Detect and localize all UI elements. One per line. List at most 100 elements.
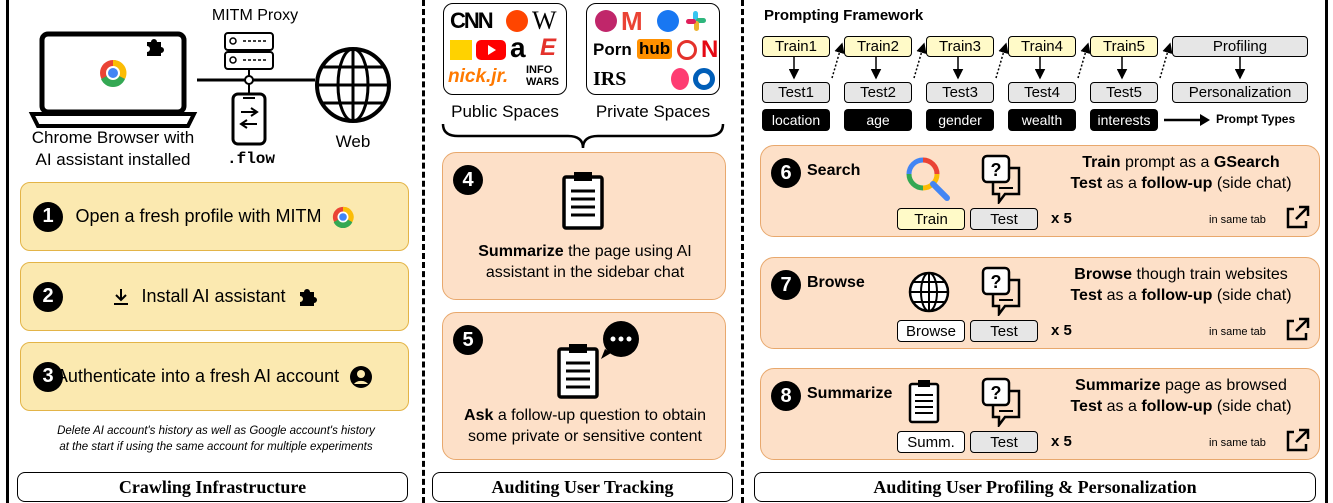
framework-heading: Prompting Framework: [764, 7, 924, 24]
svg-text:?: ?: [991, 383, 1002, 403]
cnn-logo: CNN: [450, 8, 494, 33]
step7-l2-bold: Test: [1070, 287, 1103, 304]
step4-line2: assistant in the sidebar chat: [485, 264, 685, 281]
right-arrow-icon: [1164, 114, 1210, 126]
globe-icon: [313, 45, 393, 130]
test3-box: Test3: [926, 82, 994, 103]
step3-text: Authenticate into a fresh AI account: [55, 366, 340, 386]
step6-l2-bold: Test: [1070, 175, 1103, 192]
step7-l2-bold2: follow-up: [1141, 287, 1213, 304]
google-search-icon: [906, 157, 950, 201]
footer-profiling: Auditing User Profiling & Personalizatio…: [754, 472, 1316, 502]
train2-box: Train2: [844, 36, 912, 57]
account-icon: [350, 365, 373, 388]
globe-icon: [908, 271, 950, 313]
step5-bold: Ask: [464, 407, 494, 424]
step8-title: Summarize: [807, 385, 893, 402]
separator-2: [741, 0, 744, 503]
nickjr-logo: nick.jr.: [448, 66, 509, 87]
step3-box: 3 Authenticate into a fresh AI account: [20, 342, 409, 411]
step8-l1-rest: page as browsed: [1160, 377, 1287, 394]
step8-l2-bold: Test: [1070, 398, 1103, 415]
mitm-label: MITM Proxy: [211, 7, 299, 24]
tinder-logo: [671, 68, 689, 90]
step6-title: Search: [807, 162, 861, 179]
chat-question-icon: ?: [981, 377, 1021, 427]
flow-label: .flow: [227, 150, 276, 168]
infowars-logo: INFO WARS: [526, 64, 559, 88]
step4-number: 4: [453, 165, 483, 195]
step6-box: 6 Search ? Train prompt as a GSearch Tes…: [760, 145, 1320, 237]
public-logo-grid: CNN W a E nick.jr. INFO WARS: [443, 3, 567, 95]
type-wealth: wealth: [1008, 109, 1076, 131]
private-spaces-label: Private Spaces: [595, 102, 711, 121]
footer-tracking: Auditing User Tracking: [432, 472, 733, 502]
personalization-box: Personalization: [1172, 82, 1308, 103]
step7-box: 7 Browse ? Browse though train websites …: [760, 257, 1320, 349]
step8-number: 8: [771, 381, 801, 411]
type-age: age: [844, 109, 912, 131]
open-tab-icon: [1286, 205, 1310, 229]
step6-l1-bold2: GSearch: [1213, 154, 1280, 171]
step5-box: 5 Ask a follow-up question to obtain som…: [442, 312, 726, 460]
clipboard-icon: [908, 380, 940, 424]
step7-text: Browse though train websites Test as a f…: [1051, 264, 1311, 306]
proxy-diagram: [185, 28, 335, 173]
puzzle-icon: [299, 288, 317, 306]
gmail-logo: M: [621, 6, 643, 36]
step7-number: 7: [771, 270, 801, 300]
amazon-logo: a: [510, 32, 526, 63]
train5-box: Train5: [1090, 36, 1158, 57]
prompt-types-label: Prompt Types: [1216, 112, 1296, 126]
hub-logo: hub: [637, 39, 673, 59]
step7-l1-rest: though train websites: [1132, 266, 1288, 283]
step8-l2-rest: as a: [1102, 398, 1142, 415]
step7-l1-bold: Browse: [1074, 266, 1133, 283]
espn-logo: E: [540, 34, 557, 61]
step6-tab-label: in same tab: [1209, 214, 1266, 226]
step3-number: 3: [33, 361, 63, 392]
step8-l1-bold: Summarize: [1075, 377, 1161, 394]
youtube-logo: [476, 40, 506, 60]
chat-question-icon: ?: [981, 266, 1021, 316]
step6-times: x 5: [1051, 210, 1072, 227]
step6-number: 6: [771, 158, 801, 188]
step4-bold: Summarize: [478, 243, 564, 260]
note-line2: at the start if using the same account f…: [59, 441, 373, 453]
step4-rest: the page using AI: [563, 243, 692, 260]
step6-l1-bold: Train: [1082, 154, 1121, 171]
step5-number: 5: [453, 325, 483, 355]
train1-box: Train1: [762, 36, 830, 57]
step8-l2-end: (side chat): [1212, 398, 1292, 415]
step7-browse-chip: Browse: [897, 320, 965, 342]
step1-box: 1 Open a fresh profile with MITM: [20, 182, 409, 251]
step4-box: 4 Summarize the page using AI assistant …: [442, 152, 726, 300]
wikipedia-logo: W: [532, 6, 557, 35]
type-gender: gender: [926, 109, 994, 131]
note-line1: Delete AI account's history as well as G…: [57, 425, 375, 437]
step5-rest: a follow-up question to obtain: [493, 407, 706, 424]
note: Delete AI account's history as well as G…: [14, 423, 418, 455]
puzzle-icon: [143, 36, 165, 58]
private-logo-grid: M Porn hub N IRS: [586, 3, 720, 95]
step7-l2-end: (side chat): [1212, 287, 1292, 304]
public-spaces-label: Public Spaces: [451, 102, 559, 121]
open-tab-icon: [1286, 317, 1310, 341]
step6-test-chip: Test: [970, 208, 1038, 230]
step2-text: Install AI assistant: [141, 286, 286, 306]
pill-logo: [595, 10, 617, 32]
test4-box: Test4: [1008, 82, 1076, 103]
chrome-icon: [332, 206, 354, 228]
netflix-logo: N: [701, 36, 719, 63]
step7-title: Browse: [807, 274, 865, 291]
browser-label: Chrome Browser with AI assistant install…: [28, 127, 198, 171]
open-tab-icon: [1286, 428, 1310, 452]
step4-text: Summarize the page using AI assistant in…: [443, 241, 727, 283]
download-icon: [114, 288, 129, 305]
step6-train-chip: Train: [897, 208, 965, 230]
step8-text: Summarize page as browsed Test as a foll…: [1051, 375, 1311, 417]
step2-number: 2: [33, 281, 63, 312]
wheel-logo: [677, 40, 697, 60]
clipboard-icon: [562, 172, 604, 230]
step8-times: x 5: [1051, 433, 1072, 450]
